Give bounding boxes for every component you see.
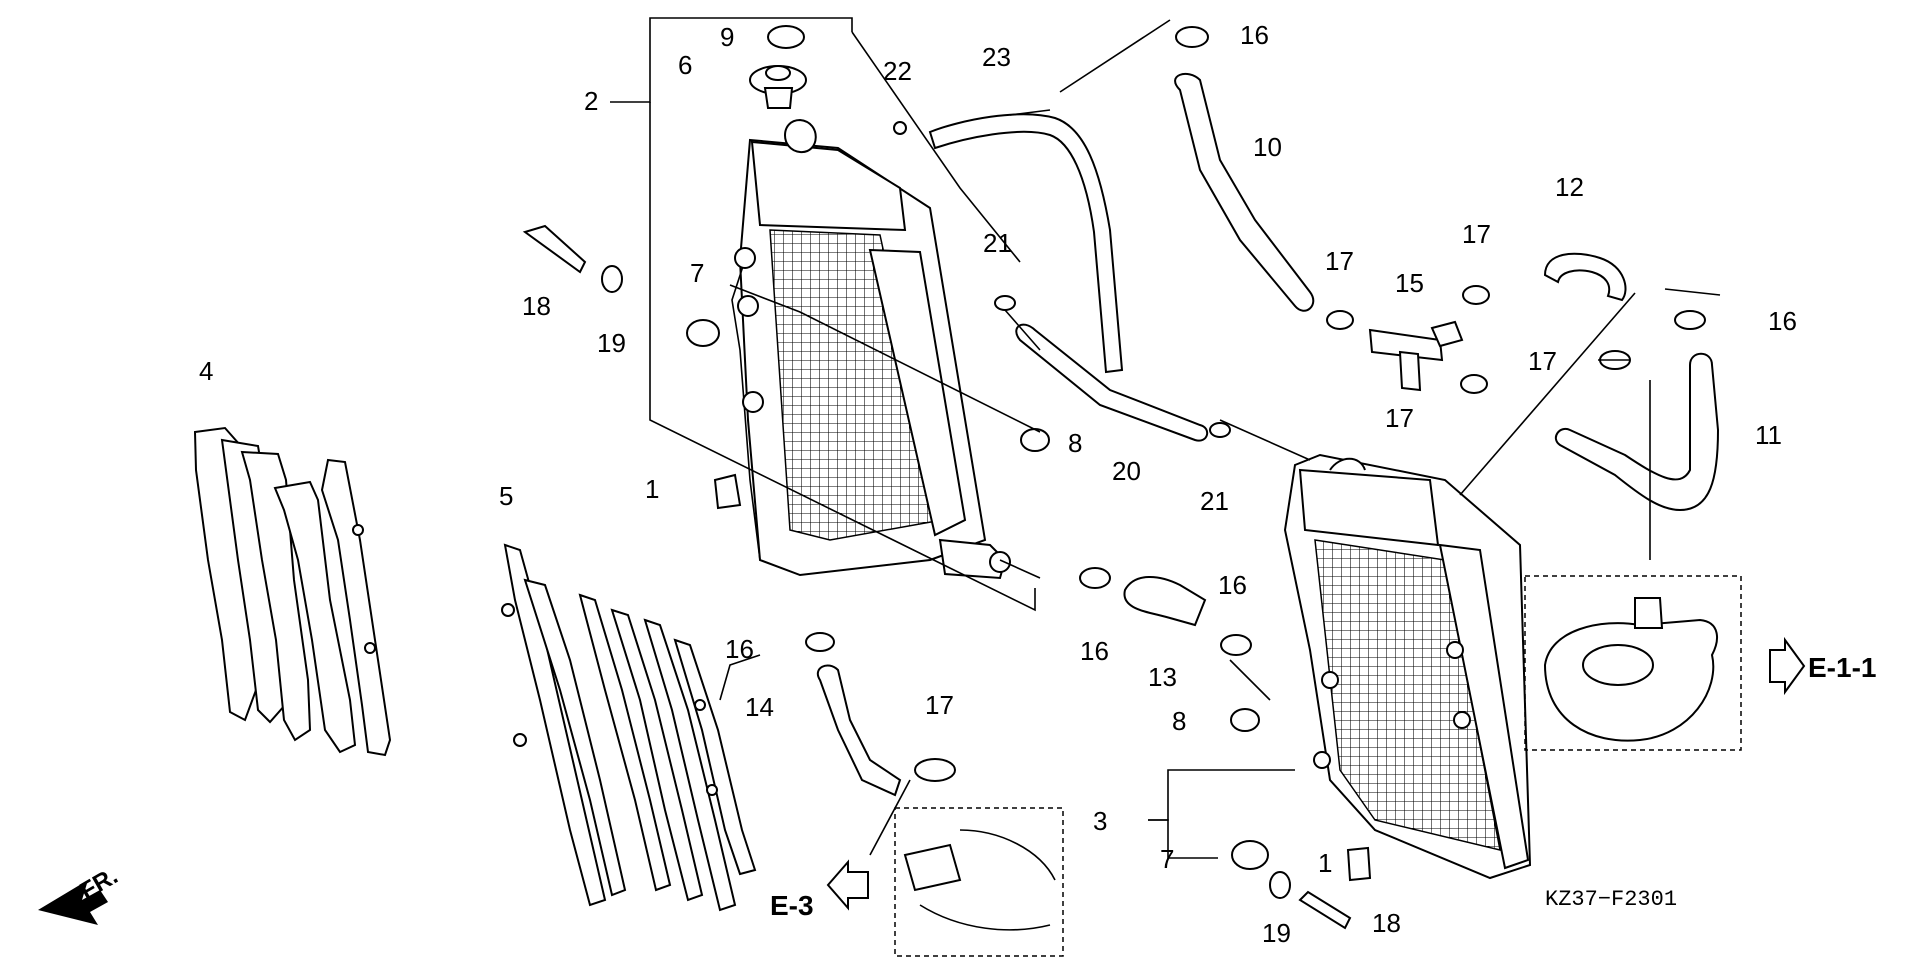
leader-lines: [610, 17, 1721, 859]
callout-8: 8: [1172, 706, 1186, 736]
tee-joint-15: [1368, 320, 1464, 392]
radiator-left: [731, 118, 1011, 580]
hose-13: [1123, 576, 1207, 627]
callout-16: 16: [1240, 20, 1269, 50]
washer: [601, 265, 623, 293]
hose-11: [1554, 352, 1720, 512]
callout-17: 17: [1462, 219, 1491, 249]
radiator-cap: [749, 65, 807, 109]
clip: [713, 473, 742, 510]
cylinder-head: [1524, 575, 1742, 751]
callout-16: 16: [1080, 636, 1109, 666]
radiator-shroud-left: [193, 426, 392, 757]
callout-23: 23: [982, 42, 1011, 72]
callout-22: 22: [883, 56, 912, 86]
callout-7: 7: [690, 258, 704, 288]
collar: [1230, 708, 1260, 732]
callout-20: 20: [1112, 456, 1141, 486]
callout-21: 21: [983, 228, 1012, 258]
callout-1: 1: [1318, 848, 1332, 878]
callout-18: 18: [1372, 908, 1401, 938]
bolt: [1298, 890, 1352, 930]
hose-clamp: [893, 121, 907, 135]
callout-6: 6: [678, 50, 692, 80]
callout-3: 3: [1093, 806, 1107, 836]
callout-10: 10: [1253, 132, 1282, 162]
callout-12: 12: [1555, 172, 1584, 202]
callout-15: 15: [1395, 268, 1424, 298]
hose-clamp: [1674, 310, 1706, 330]
hose-clamp: [1460, 374, 1488, 394]
clip: [1346, 846, 1372, 882]
callout-17: 17: [1528, 346, 1557, 376]
engine-head-ref-arrow: [1769, 636, 1806, 696]
hose-clamp: [1209, 422, 1231, 438]
hose-10: [1174, 72, 1315, 312]
hose-clamp: [1326, 310, 1354, 330]
callout-19: 19: [1262, 918, 1291, 948]
callout-4: 4: [199, 356, 213, 386]
radiator-grille-louver: [501, 543, 757, 912]
hose-clamp: [805, 632, 835, 652]
hose-14: [817, 664, 902, 797]
collar: [1020, 428, 1050, 452]
callout-9: 9: [720, 22, 734, 52]
engine-detail: [894, 807, 1064, 957]
hose-clamp: [1220, 634, 1252, 656]
engine-ref: E-3: [770, 890, 814, 921]
hose-20: [1015, 323, 1209, 442]
callout-17: 17: [925, 690, 954, 720]
grommet: [686, 319, 720, 347]
washer: [1269, 871, 1291, 899]
hose-clamp: [1079, 567, 1111, 589]
hose-clamp: [1175, 26, 1209, 48]
hose-clamp: [914, 758, 956, 782]
callout-14: 14: [745, 692, 774, 722]
front-direction-label: FR.: [76, 862, 123, 905]
callout-5: 5: [499, 481, 513, 511]
engine-head-ref: E-1-1: [1808, 652, 1876, 683]
callout-16: 16: [1218, 570, 1247, 600]
callout-1: 1: [645, 474, 659, 504]
hose-clamp: [1462, 285, 1490, 305]
engine-ref-arrow: [826, 859, 869, 911]
front-direction-arrow: [38, 880, 108, 925]
callout-16: 16: [725, 634, 754, 664]
callout-11: 11: [1755, 420, 1782, 450]
callout-21: 21: [1200, 486, 1229, 516]
diagram-code: KZ37−F2301: [1545, 887, 1677, 912]
callout-8: 8: [1068, 428, 1082, 458]
hose-12: [1543, 252, 1627, 302]
bolt: [522, 224, 587, 274]
grommet: [1231, 840, 1269, 870]
callout-17: 17: [1385, 403, 1414, 433]
callout-18: 18: [522, 291, 551, 321]
callout-2: 2: [584, 86, 598, 116]
callout-17: 17: [1325, 246, 1354, 276]
cap-seal: [767, 25, 805, 49]
callout-16: 16: [1768, 306, 1797, 336]
callout-13: 13: [1148, 662, 1177, 692]
hose-clamp: [994, 295, 1016, 311]
callout-19: 19: [597, 328, 626, 358]
callout-7: 7: [1160, 844, 1174, 874]
radiator-right: [1283, 453, 1532, 880]
